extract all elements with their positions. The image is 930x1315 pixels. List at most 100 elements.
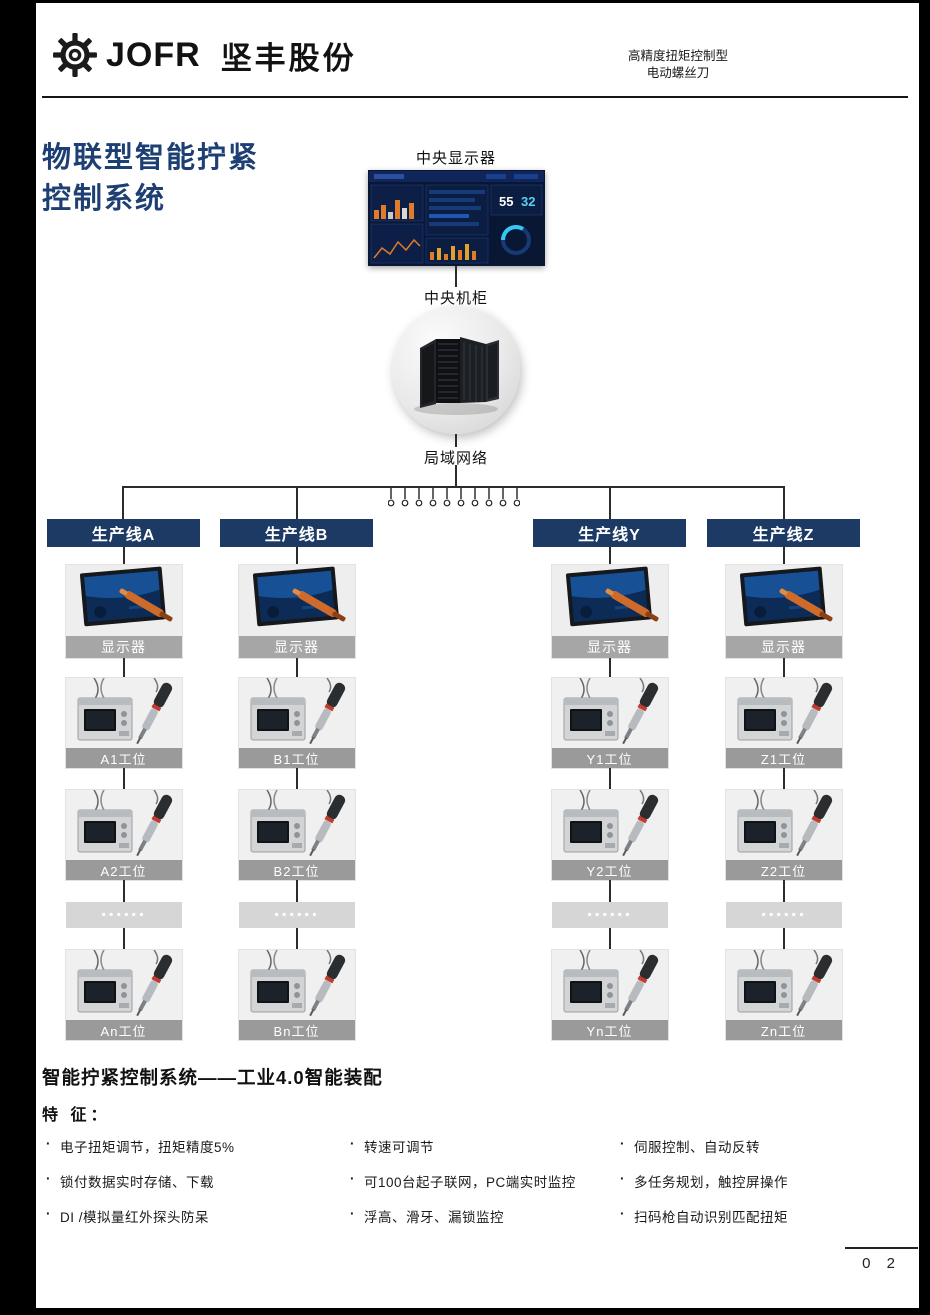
monitor-graphic <box>726 565 842 636</box>
feature-item: ·DI /模拟量红外探头防呆 <box>46 1206 336 1226</box>
bullet-icon: · <box>350 1136 355 1151</box>
connector-line <box>608 768 611 790</box>
station-image <box>725 678 842 748</box>
connector-line <box>455 465 457 487</box>
production-line-header: 生产线Y <box>533 519 686 547</box>
connector-line <box>295 928 298 950</box>
monitor-image <box>238 565 355 636</box>
station-label: An工位 <box>65 1020 182 1040</box>
station-graphic <box>66 950 182 1020</box>
tagline-line1: 高精度扭矩控制型 <box>627 49 728 63</box>
feature-item: ·锁付数据实时存储、下载 <box>46 1171 336 1191</box>
page-title-line2: 控制系统 <box>42 183 167 215</box>
monitor-graphic <box>552 565 668 636</box>
station-graphic <box>552 950 668 1020</box>
bus-drop-line <box>609 486 611 519</box>
page-edge-top <box>0 0 930 3</box>
feature-item: ·多任务规划，触控屏操作 <box>620 1171 900 1191</box>
station-graphic <box>239 950 355 1020</box>
feature-text: 扫码枪自动识别匹配扭矩 <box>634 1210 788 1225</box>
station-box: Y2工位 <box>551 790 668 880</box>
lan-label: 局域网络 <box>423 450 488 467</box>
station-label: Yn工位 <box>551 1020 668 1040</box>
dashboard-graphic: 55 32 <box>368 170 545 266</box>
ellipsis-stations: ...... <box>65 900 182 928</box>
station-graphic <box>66 678 182 748</box>
feature-item: ·电子扭矩调节，扭矩精度5% <box>46 1136 336 1156</box>
connector-line <box>455 266 457 287</box>
bus-drop-line <box>296 486 298 519</box>
connector-line <box>295 880 298 902</box>
station-graphic <box>66 790 182 860</box>
features-column-2: ·转速可调节 ·可100台起子联网，PC端实时监控 ·浮高、滑牙、漏锁监控 <box>350 1136 620 1241</box>
connector-line <box>295 658 298 678</box>
station-label: Bn工位 <box>238 1020 355 1040</box>
feature-text: 伺服控制、自动反转 <box>634 1140 760 1155</box>
station-label: Y2工位 <box>551 860 668 880</box>
production-line-header: 生产线A <box>47 519 200 547</box>
connector-line <box>295 768 298 790</box>
station-box: A2工位 <box>65 790 182 880</box>
station-box: B2工位 <box>238 790 355 880</box>
connector-line <box>782 880 785 902</box>
monitor-box: 显示器 <box>551 565 668 658</box>
page-edge-left <box>0 0 36 1315</box>
connector-line <box>455 434 457 447</box>
station-box: A1工位 <box>65 678 182 768</box>
station-label: A1工位 <box>65 748 182 768</box>
connector-line <box>608 547 611 565</box>
station-graphic <box>726 678 842 748</box>
central-cabinet-image <box>392 306 520 434</box>
station-label: B2工位 <box>238 860 355 880</box>
station-graphic <box>239 678 355 748</box>
feature-text: 转速可调节 <box>364 1140 434 1155</box>
bullet-icon: · <box>350 1206 355 1221</box>
connector-line <box>122 880 125 902</box>
features-label: 特 征： <box>42 1107 111 1124</box>
bullet-icon: · <box>620 1136 625 1151</box>
feature-text: 可100台起子联网，PC端实时监控 <box>364 1175 576 1190</box>
station-label: A2工位 <box>65 860 182 880</box>
station-image <box>238 790 355 860</box>
ellipsis-stations: ...... <box>725 900 842 928</box>
station-box: B1工位 <box>238 678 355 768</box>
ellipsis-stations: ...... <box>551 900 668 928</box>
footer-divider <box>845 1247 918 1249</box>
station-label: B1工位 <box>238 748 355 768</box>
section-heading: 智能拧紧控制系统——工业4.0智能装配 <box>42 1067 383 1088</box>
station-box: An工位 <box>65 950 182 1040</box>
dashboard-stat-2: 32 <box>521 194 535 209</box>
monitor-box: 显示器 <box>238 565 355 658</box>
monitor-graphic <box>239 565 355 636</box>
bus-drop-line <box>783 486 785 519</box>
header-tagline: 高精度扭矩控制型 电动螺丝刀 <box>608 48 748 82</box>
station-label: Zn工位 <box>725 1020 842 1040</box>
network-connector-stubs <box>387 488 521 515</box>
station-image <box>65 790 182 860</box>
bullet-icon: · <box>350 1171 355 1186</box>
central-display-image: 55 32 <box>368 170 545 266</box>
page-title-line1: 物联型智能拧紧 <box>42 142 260 174</box>
connector-line <box>122 928 125 950</box>
bullet-icon: · <box>620 1206 625 1221</box>
station-graphic <box>726 790 842 860</box>
station-graphic <box>239 790 355 860</box>
monitor-label: 显示器 <box>551 636 668 658</box>
station-image <box>238 950 355 1020</box>
monitor-graphic <box>66 565 182 636</box>
station-image <box>65 950 182 1020</box>
feature-text: 电子扭矩调节，扭矩精度5% <box>60 1140 235 1155</box>
station-image <box>551 678 668 748</box>
company-name: 坚丰股份 <box>220 40 357 76</box>
page-edge-bottom <box>0 1308 930 1315</box>
connector-line <box>122 768 125 790</box>
feature-text: 锁付数据实时存储、下载 <box>60 1175 214 1190</box>
station-box: Bn工位 <box>238 950 355 1040</box>
monitor-image <box>725 565 842 636</box>
feature-item: · 转速可调节 <box>350 1136 620 1156</box>
station-label: Y1工位 <box>551 748 668 768</box>
ellipsis-stations: ...... <box>238 900 355 928</box>
server-rack-graphic <box>414 337 499 415</box>
station-box: Zn工位 <box>725 950 842 1040</box>
production-line-column-y: 生产线Y 显示器 Y1工位 Y2工位 ...... Yn工位 <box>533 519 686 1040</box>
